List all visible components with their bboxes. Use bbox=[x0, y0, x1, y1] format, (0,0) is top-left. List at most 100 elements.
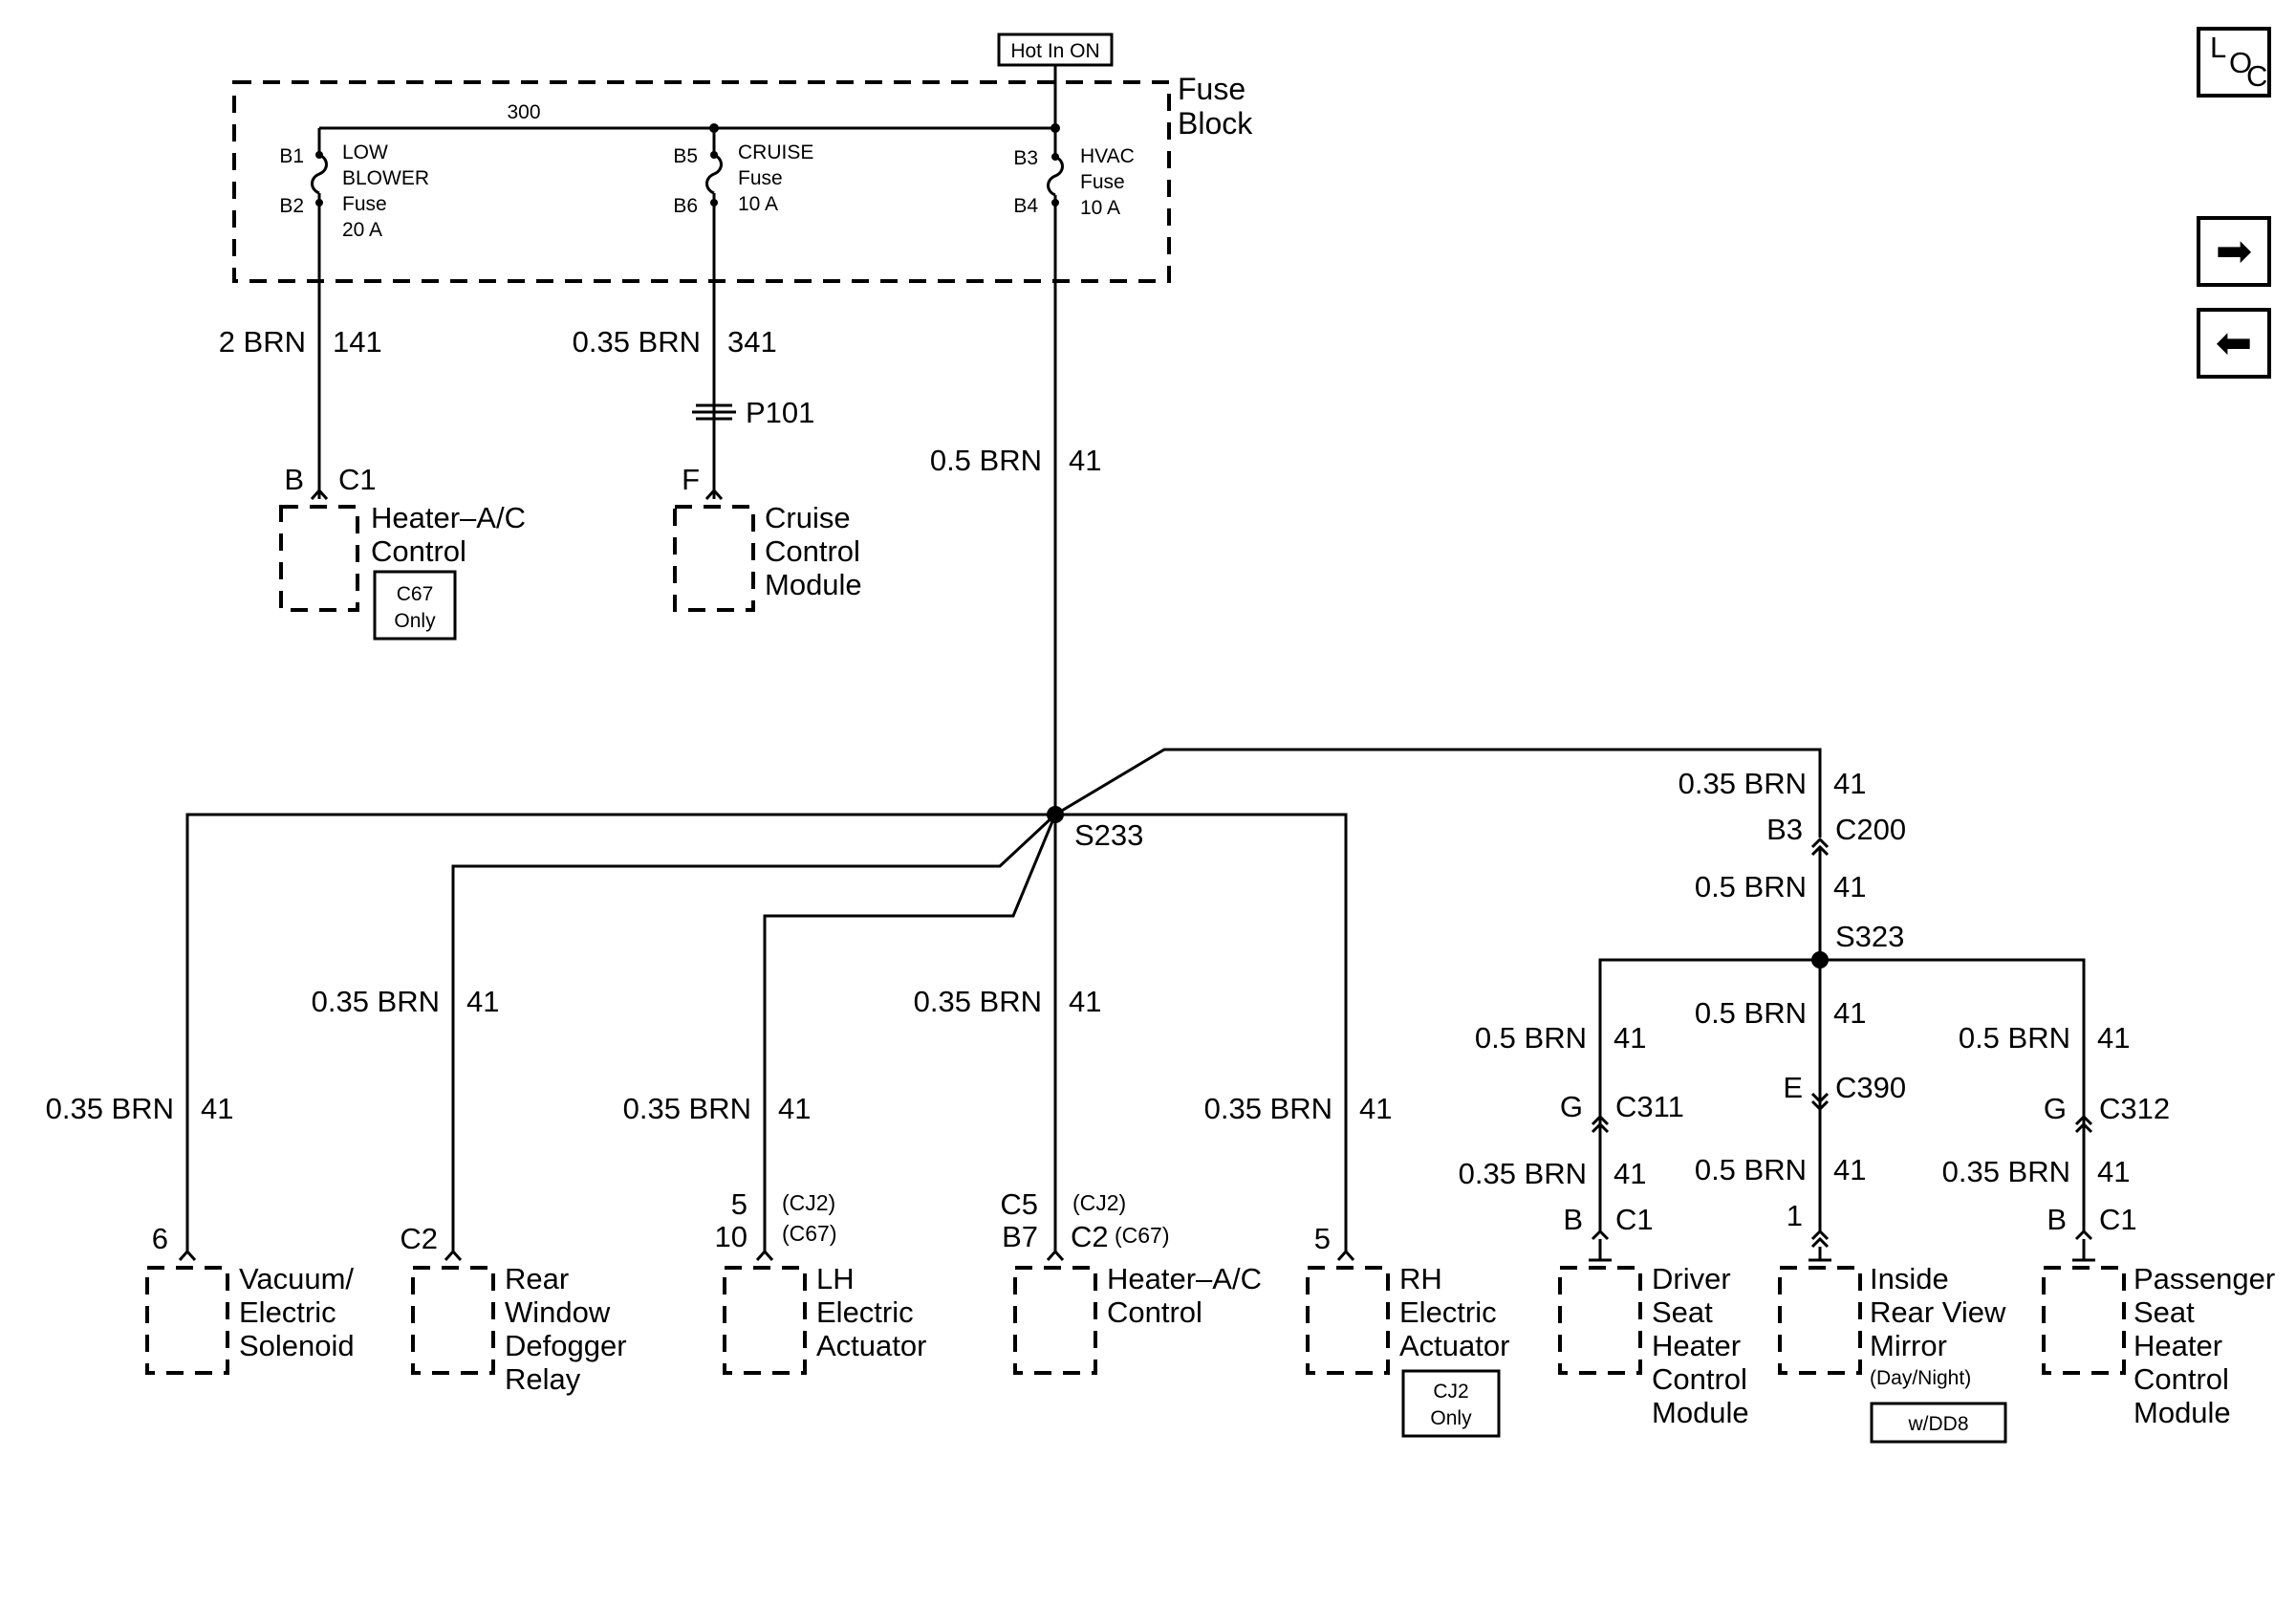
pin-note: (C67) bbox=[782, 1221, 837, 1246]
component-name: Module bbox=[2134, 1396, 2231, 1429]
fuse-pin-top: B5 bbox=[673, 145, 698, 167]
component-box bbox=[1306, 1266, 1390, 1375]
c311-connector bbox=[1591, 1114, 1610, 1134]
component-box bbox=[723, 1266, 807, 1375]
component-box bbox=[2042, 1266, 2126, 1375]
fuse-name-line: Fuse bbox=[738, 167, 783, 189]
connector-label: C390 bbox=[1835, 1071, 1906, 1104]
heater-ac-control-lower: C5 (CJ2) B7 C2 (C67) Heater–A/C Control bbox=[1000, 1187, 1262, 1375]
component-name: Rear bbox=[505, 1262, 569, 1295]
hvac-fuse: B3 B4 HVAC Fuse 10 A bbox=[1013, 128, 1135, 219]
prev-page-button[interactable]: ⬅ bbox=[2197, 308, 2271, 379]
wire-circuit: 41 bbox=[1833, 870, 1866, 903]
wire-gauge: 0.5 BRN bbox=[1695, 1153, 1807, 1186]
fuse-name-line: 10 A bbox=[1080, 197, 1120, 219]
fuse-name-line: HVAC bbox=[1080, 145, 1135, 167]
option-label: w/DD8 bbox=[1907, 1413, 1968, 1435]
component-name: Inside bbox=[1870, 1262, 1949, 1295]
wire-circuit: 41 bbox=[1069, 444, 1101, 477]
pin-label: G bbox=[2044, 1092, 2067, 1125]
pin-label: B7 bbox=[1002, 1220, 1038, 1253]
connector-label: C200 bbox=[1835, 813, 1906, 846]
pin-label: F bbox=[682, 463, 700, 496]
component-name: LH bbox=[816, 1262, 855, 1295]
wire-gauge: 0.35 BRN bbox=[623, 1092, 751, 1125]
connector-terminal bbox=[1809, 1229, 1831, 1262]
loc-letter-l: L bbox=[2210, 31, 2226, 64]
pin-label: C2 bbox=[1071, 1220, 1109, 1253]
fuse-name-line: 10 A bbox=[738, 193, 778, 215]
inside-rear-view-mirror: 0.5 BRN 41 E C390 0.5 BRN 41 1 Inside Re… bbox=[1695, 996, 2007, 1444]
pin-label: 1 bbox=[1787, 1199, 1803, 1232]
wire-gauge: 0.35 BRN bbox=[1679, 767, 1807, 800]
fuse-block: Hot In ON Fuse Block 300 B1 B2 LOW BLOWE… bbox=[232, 33, 1253, 283]
component-name: Heater–A/C bbox=[371, 501, 526, 534]
fuse-name-line: LOW bbox=[342, 141, 388, 163]
component-name: Module bbox=[765, 568, 862, 601]
component-sub: (Day/Night) bbox=[1870, 1367, 1971, 1389]
component-name: RH bbox=[1399, 1262, 1442, 1295]
splice-label: S323 bbox=[1835, 920, 1904, 953]
wire-circuit: 41 bbox=[1833, 767, 1866, 800]
pin-label: 6 bbox=[152, 1222, 168, 1255]
option-label: CJ2 bbox=[1433, 1381, 1468, 1403]
connector-terminal bbox=[704, 488, 724, 500]
component-name: Driver bbox=[1652, 1262, 1731, 1295]
cruise-fuse: B5 B6 CRUISE Fuse 10 A bbox=[673, 128, 813, 217]
component-name: Actuator bbox=[1399, 1329, 1509, 1362]
connector-terminal bbox=[755, 1249, 774, 1261]
component-box bbox=[1778, 1266, 1862, 1375]
wire-gauge: 0.35 BRN bbox=[1459, 1157, 1587, 1190]
connector-terminal bbox=[1336, 1249, 1355, 1261]
connector-label: C312 bbox=[2099, 1092, 2170, 1125]
c312-connector bbox=[2074, 1114, 2093, 1134]
wire-gauge: 0.5 BRN bbox=[930, 444, 1042, 477]
wire-gauge: 0.35 BRN bbox=[573, 325, 701, 359]
fuse-name-line: CRUISE bbox=[738, 141, 813, 163]
wire-gauge: 0.5 BRN bbox=[1695, 996, 1807, 1030]
component-box bbox=[279, 505, 359, 612]
pin-label: G bbox=[1560, 1090, 1583, 1123]
component-name: Control bbox=[371, 534, 466, 568]
loc-button[interactable]: L O C bbox=[2197, 27, 2271, 98]
wire-circuit: 41 bbox=[466, 985, 499, 1018]
connector-terminal bbox=[1589, 1229, 1612, 1262]
connector-label: C1 bbox=[338, 463, 377, 496]
wire-gauge: 0.35 BRN bbox=[46, 1092, 174, 1125]
wire-circuit: 41 bbox=[1069, 985, 1101, 1018]
wire-circuit: 41 bbox=[2097, 1155, 2130, 1188]
pin-label: 10 bbox=[715, 1220, 747, 1253]
component-name: Electric bbox=[239, 1295, 336, 1329]
wire-circuit: 41 bbox=[1614, 1157, 1646, 1190]
wire-to-vacuum-solenoid bbox=[185, 813, 1055, 1233]
fuse-block-title-1: Fuse bbox=[1178, 72, 1245, 106]
wire-to-lh-actuator bbox=[763, 814, 1057, 1233]
fuse-pin-top: B3 bbox=[1013, 147, 1038, 169]
pin-label: E bbox=[1783, 1071, 1803, 1104]
component-name: Seat bbox=[1652, 1295, 1713, 1329]
wire-circuit: 41 bbox=[1833, 1153, 1866, 1186]
connector-label: C1 bbox=[2099, 1203, 2137, 1236]
c200-section: 0.35 BRN 41 B3 C200 0.5 BRN 41 S323 bbox=[1598, 767, 2086, 1233]
fuse-name-line: Fuse bbox=[342, 193, 387, 215]
wire-gauge: 0.35 BRN bbox=[914, 985, 1042, 1018]
component-name: Control bbox=[765, 534, 860, 568]
next-page-button[interactable]: ➡ bbox=[2197, 216, 2271, 287]
pin-label: C2 bbox=[400, 1222, 438, 1255]
wire-circuit: 341 bbox=[727, 325, 777, 359]
component-box bbox=[1558, 1266, 1642, 1375]
component-name: Module bbox=[1652, 1396, 1749, 1429]
option-label: C67 bbox=[397, 583, 434, 605]
rh-electric-actuator: 5 RH Electric Actuator CJ2 Only bbox=[1306, 1222, 1509, 1438]
wire-gauge: 0.35 BRN bbox=[1204, 1092, 1332, 1125]
upper-wires: 2 BRN 141 0.35 BRN 341 P101 0.5 BRN 41 bbox=[219, 203, 1101, 815]
pin-label: B bbox=[2047, 1203, 2067, 1236]
component-box bbox=[145, 1266, 229, 1375]
wire-circuit: 41 bbox=[778, 1092, 811, 1125]
branch-wire-labels: 0.35 BRN 41 0.35 BRN 41 0.35 BRN 41 0.35… bbox=[46, 985, 1393, 1125]
s323-bus bbox=[1598, 958, 2086, 1233]
loc-letter-o: O bbox=[2229, 46, 2252, 79]
option-box bbox=[373, 570, 457, 641]
fuse-pin-bottom: B4 bbox=[1013, 195, 1038, 217]
connector-terminal bbox=[444, 1249, 463, 1261]
